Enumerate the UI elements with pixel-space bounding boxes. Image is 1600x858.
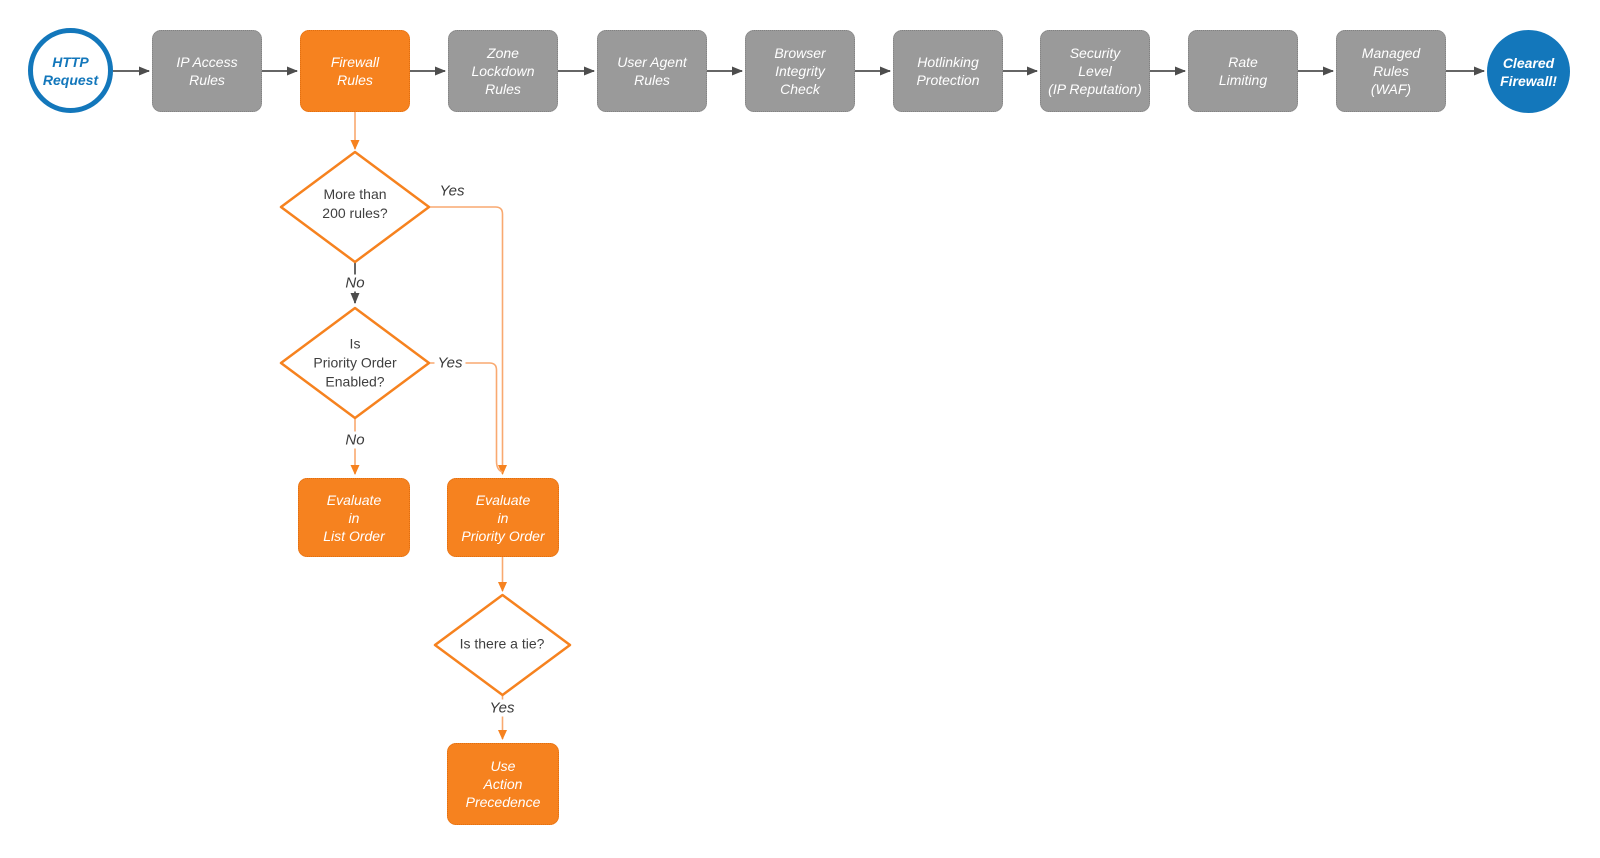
node-evaluate-in-list-order: Evaluate in List Order [298,478,410,557]
decision-is-there-a-tie-label: Is there a tie? [459,635,545,652]
label-decision3-yes: Yes [486,699,518,717]
node-evaluate-in-priority-order: Evaluate in Priority Order [447,478,559,557]
label-decision1-no: No [342,274,368,292]
node-managed-rules-waf: Managed Rules (WAF) [1336,30,1446,112]
edge-decision1-yes [429,206,507,475]
label-decision2-yes: Yes [434,354,466,372]
node-user-agent-rules: User Agent Rules [597,30,707,112]
node-firewall-rules: Firewall Rules [300,30,410,112]
label-decision2-no: No [342,431,368,449]
label-decision1-yes: Yes [436,182,468,200]
edge-decision2-yes [429,362,503,473]
node-http-request: HTTP Request [28,28,113,113]
node-use-action-precedence: Use Action Precedence [447,743,559,825]
decision-is-there-a-tie-shape [433,593,572,697]
node-cleared-firewall: Cleared Firewall! [1487,30,1570,113]
decision-more-than-200-rules-shape [279,150,431,264]
decision-more-than-200-rules-label: More than 200 rules? [322,186,388,221]
node-browser-integrity-check: Browser Integrity Check [745,30,855,112]
decision-priority-order-enabled-shape [279,306,431,420]
node-rate-limiting: Rate Limiting [1188,30,1298,112]
node-ip-access-rules: IP Access Rules [152,30,262,112]
node-zone-lockdown-rules: Zone Lockdown Rules [448,30,558,112]
node-hotlinking-protection: Hotlinking Protection [893,30,1003,112]
decision-priority-order-enabled-label: Is Priority Order Enabled? [313,335,397,390]
node-security-level: Security Level (IP Reputation) [1040,30,1150,112]
